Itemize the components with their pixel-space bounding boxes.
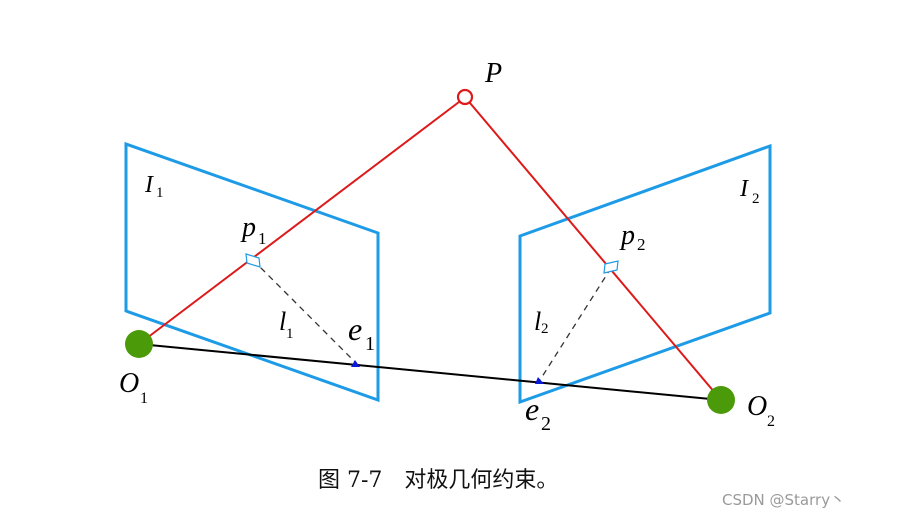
svg-text:l: l xyxy=(279,307,286,336)
camera-center-O1 xyxy=(125,330,153,358)
svg-text:1: 1 xyxy=(365,333,375,355)
label-l1: l 1 xyxy=(279,307,294,342)
figure-caption: 图 7-7 对极几何约束。 xyxy=(318,468,559,493)
svg-text:p: p xyxy=(240,212,256,243)
baseline xyxy=(138,343,722,401)
point-p2-marker xyxy=(603,260,619,274)
camera-center-O2 xyxy=(707,386,735,414)
point-p1-marker xyxy=(245,253,261,268)
label-p1: p 1 xyxy=(240,212,267,248)
image-plane-1 xyxy=(124,141,380,403)
epipole-2-marker xyxy=(535,377,544,384)
label-O1: O 1 xyxy=(119,368,148,407)
ray-o2-p xyxy=(469,102,722,401)
epipolar-line-2 xyxy=(539,267,612,381)
image-plane-2 xyxy=(518,143,772,405)
svg-text:e: e xyxy=(525,391,539,427)
svg-text:I: I xyxy=(739,176,749,202)
label-P: P xyxy=(484,58,502,89)
label-l2: l 2 xyxy=(534,307,549,337)
watermark: CSDN @Starry丶 xyxy=(722,491,846,509)
svg-text:O: O xyxy=(747,391,767,422)
world-point-P xyxy=(456,88,474,106)
svg-text:1: 1 xyxy=(156,185,164,201)
label-I1: I 1 xyxy=(144,172,164,201)
svg-text:1: 1 xyxy=(286,326,294,342)
svg-text:l: l xyxy=(534,307,541,336)
svg-text:I: I xyxy=(144,172,154,198)
svg-text:1: 1 xyxy=(258,229,267,248)
label-I2: I 2 xyxy=(739,176,760,207)
epipolar-line-1 xyxy=(252,259,356,363)
label-O2: O 2 xyxy=(747,391,775,430)
svg-text:1: 1 xyxy=(140,390,148,407)
svg-text:2: 2 xyxy=(637,235,646,254)
label-e1: e 1 xyxy=(348,311,375,355)
svg-text:p: p xyxy=(619,220,635,251)
svg-text:2: 2 xyxy=(752,191,760,207)
svg-text:2: 2 xyxy=(767,413,775,430)
svg-text:e: e xyxy=(348,311,362,347)
label-p2: p 2 xyxy=(619,220,646,254)
ray-o1-p xyxy=(138,101,460,345)
svg-text:O: O xyxy=(119,368,139,399)
svg-text:2: 2 xyxy=(541,321,549,337)
svg-text:2: 2 xyxy=(541,413,551,435)
epipole-1-marker xyxy=(351,360,360,367)
label-e2: e 2 xyxy=(525,391,551,435)
